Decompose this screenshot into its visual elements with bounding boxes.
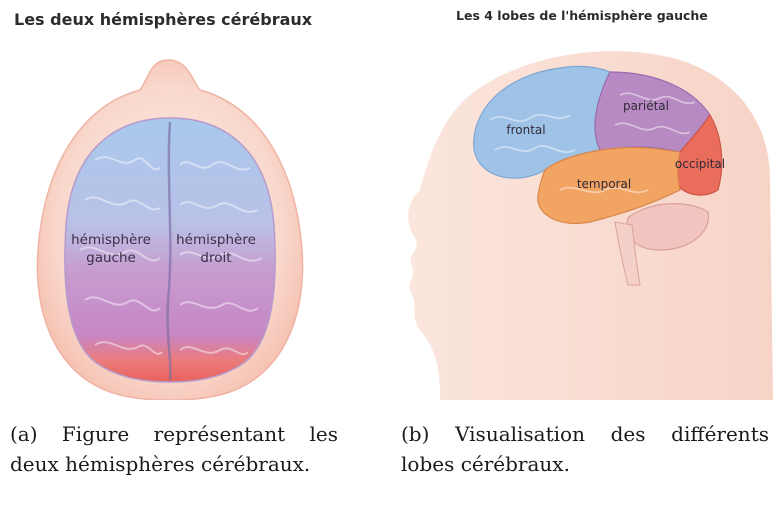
label-parietal: pariétal [623, 99, 669, 113]
label-frontal: frontal [506, 123, 545, 137]
label-occipital: occipital [675, 157, 725, 171]
label-left-hemisphere-line2: gauche [86, 250, 136, 266]
figure-b-caption: (b) Visualisation des différents lobes c… [401, 419, 769, 479]
label-right-hemisphere-line1: hémisphère [176, 232, 256, 248]
label-left-hemisphere-line1: hémisphère [71, 232, 151, 248]
figure-a-caption: (a) Figure représentant les deux hémisph… [10, 419, 338, 479]
brain-illustrations: hémisphère gauche hémisphère droit front… [0, 0, 773, 400]
figure-a-illustration: hémisphère gauche hémisphère droit [37, 60, 302, 400]
figure-b-illustration: frontal pariétal occipital temporal [408, 51, 773, 400]
label-temporal: temporal [577, 177, 631, 191]
label-right-hemisphere-line2: droit [200, 250, 231, 266]
